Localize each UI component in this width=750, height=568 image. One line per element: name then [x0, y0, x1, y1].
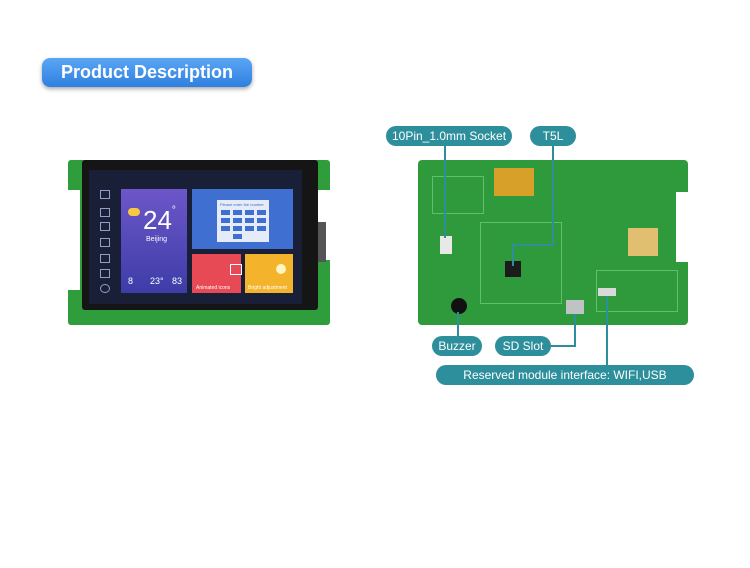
buzzer-callout: Buzzer	[432, 336, 482, 356]
buzzer-callout-line	[457, 312, 459, 338]
stat-1: 8	[128, 276, 134, 286]
apps-icon	[100, 190, 110, 199]
socket-component	[440, 236, 452, 254]
t5l-callout-line	[512, 244, 514, 266]
keypad-caption: Please enter the number	[220, 202, 264, 207]
buzzer-component	[451, 298, 467, 314]
sdslot-callout-line	[574, 314, 576, 346]
brightness-tile	[245, 254, 293, 293]
animated-icons-tile	[192, 254, 241, 293]
keypad-key	[245, 218, 254, 223]
sdslot-callout: SD Slot	[495, 336, 551, 356]
list-icon	[100, 208, 110, 217]
keypad-key	[221, 210, 230, 215]
reserved-callout-line	[606, 296, 608, 366]
pcb-trace	[596, 270, 678, 312]
t5l-callout: T5L	[530, 126, 576, 146]
fpc-ribbon	[494, 168, 534, 196]
t5l-chip	[505, 261, 521, 277]
keypad-key	[233, 234, 242, 239]
animated-icons-label: Animated icons	[196, 285, 231, 291]
keypad-key	[233, 210, 242, 215]
menu-icon	[100, 222, 110, 231]
socket-callout-line	[444, 146, 446, 238]
film-icon	[230, 264, 242, 275]
sd-slot-component	[566, 300, 584, 314]
side-connector	[318, 222, 326, 262]
keypad-key	[245, 210, 254, 215]
keypad-key	[257, 210, 266, 215]
page-title: Product Description	[42, 58, 252, 87]
keypad-key	[257, 226, 266, 231]
weather-tile	[121, 189, 187, 293]
t5l-callout-line	[552, 146, 554, 246]
reserved-header	[598, 288, 616, 296]
media-icon	[100, 254, 110, 263]
sun-icon	[276, 264, 286, 274]
socket-callout: 10Pin_1.0mm Socket	[386, 126, 512, 146]
keypad-key	[233, 226, 242, 231]
camera-connector	[628, 228, 658, 256]
keypad-key	[221, 226, 230, 231]
settings-icon	[100, 284, 110, 293]
keypad-key	[245, 226, 254, 231]
keypad-key	[257, 218, 266, 223]
keypad-key	[233, 218, 242, 223]
brightness-label: Bright adjustment	[248, 285, 287, 291]
stat-3: 83	[172, 276, 183, 286]
pcb-notch-left	[68, 190, 80, 290]
city-label: Beijing	[146, 236, 168, 243]
pcb-trace	[480, 222, 562, 304]
t5l-callout-line	[512, 244, 554, 246]
stat-2: 23°	[150, 276, 164, 286]
temperature-value: 24°	[143, 205, 176, 235]
pcb-trace	[432, 176, 484, 214]
back-pcb-notch	[676, 192, 688, 262]
keypad-key	[221, 218, 230, 223]
reserved-callout: Reserved module interface: WIFI,USB	[436, 365, 694, 385]
mail-icon	[100, 269, 110, 278]
sun-cloud-icon	[128, 208, 140, 216]
sdslot-callout-line	[548, 345, 576, 347]
document-icon	[100, 238, 110, 247]
